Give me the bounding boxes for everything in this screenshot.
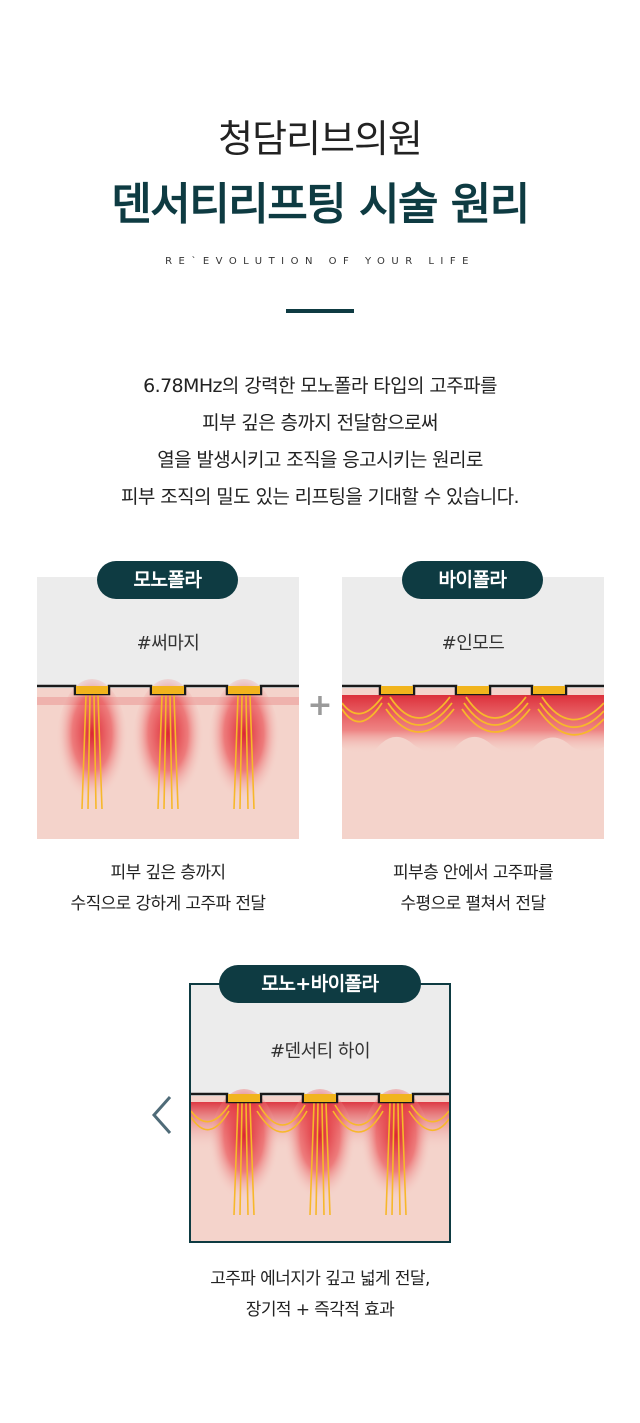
plus-sign: +: [306, 688, 334, 724]
monopolar-hashtag: #써마지: [37, 629, 299, 655]
intro-line: 피부 깊은 층까지 전달함으로써: [0, 405, 640, 442]
combo-hashtag: #덴서티 하이: [191, 1037, 449, 1063]
combo-caption: 고주파 에너지가 깊고 넓게 전달, 장기적 + 즉각적 효과: [160, 1264, 480, 1326]
caption-line: 피부층 안에서 고주파를: [342, 858, 604, 889]
bipolar-diagram: #인모드: [342, 577, 604, 839]
intro-line: 열을 발생시키고 조직을 응고시키는 원리로: [0, 442, 640, 479]
title-divider: [286, 309, 354, 313]
intro-line: 피부 조직의 밀도 있는 리프팅을 기대할 수 있습니다.: [0, 479, 640, 516]
caption-line: 수직으로 강하게 고주파 전달: [37, 889, 299, 920]
title-procedure: 덴서티리프팅 시술 원리: [0, 168, 640, 232]
bipolar-illustration: [342, 577, 604, 839]
monopolar-diagram: #써마지: [37, 577, 299, 839]
combo-illustration: [191, 985, 449, 1241]
tagline: RE`EVOLUTION OF YOUR LIFE: [0, 256, 640, 267]
caption-line: 장기적 + 즉각적 효과: [160, 1295, 480, 1326]
caption-line: 피부 깊은 층까지: [37, 858, 299, 889]
bipolar-label: 바이폴라: [402, 561, 543, 599]
combo-label: 모노+바이폴라: [219, 965, 421, 1003]
intro-text: 6.78MHz의 강력한 모노폴라 타입의 고주파를 피부 깊은 층까지 전달함…: [0, 368, 640, 516]
caption-line: 고주파 에너지가 깊고 넓게 전달,: [160, 1264, 480, 1295]
monopolar-caption: 피부 깊은 층까지 수직으로 강하게 고주파 전달: [37, 858, 299, 920]
combo-diagram: #덴서티 하이: [189, 983, 451, 1243]
title-clinic-name: 청담리브의원: [0, 108, 640, 163]
bipolar-hashtag: #인모드: [342, 629, 604, 655]
chevron-left-icon[interactable]: [148, 1093, 176, 1137]
chevron-left-glyph: [148, 1093, 176, 1137]
monopolar-illustration: [37, 577, 299, 839]
intro-line: 6.78MHz의 강력한 모노폴라 타입의 고주파를: [0, 368, 640, 405]
caption-line: 수평으로 펼쳐서 전달: [342, 889, 604, 920]
bipolar-caption: 피부층 안에서 고주파를 수평으로 펼쳐서 전달: [342, 858, 604, 920]
monopolar-label: 모노폴라: [97, 561, 238, 599]
